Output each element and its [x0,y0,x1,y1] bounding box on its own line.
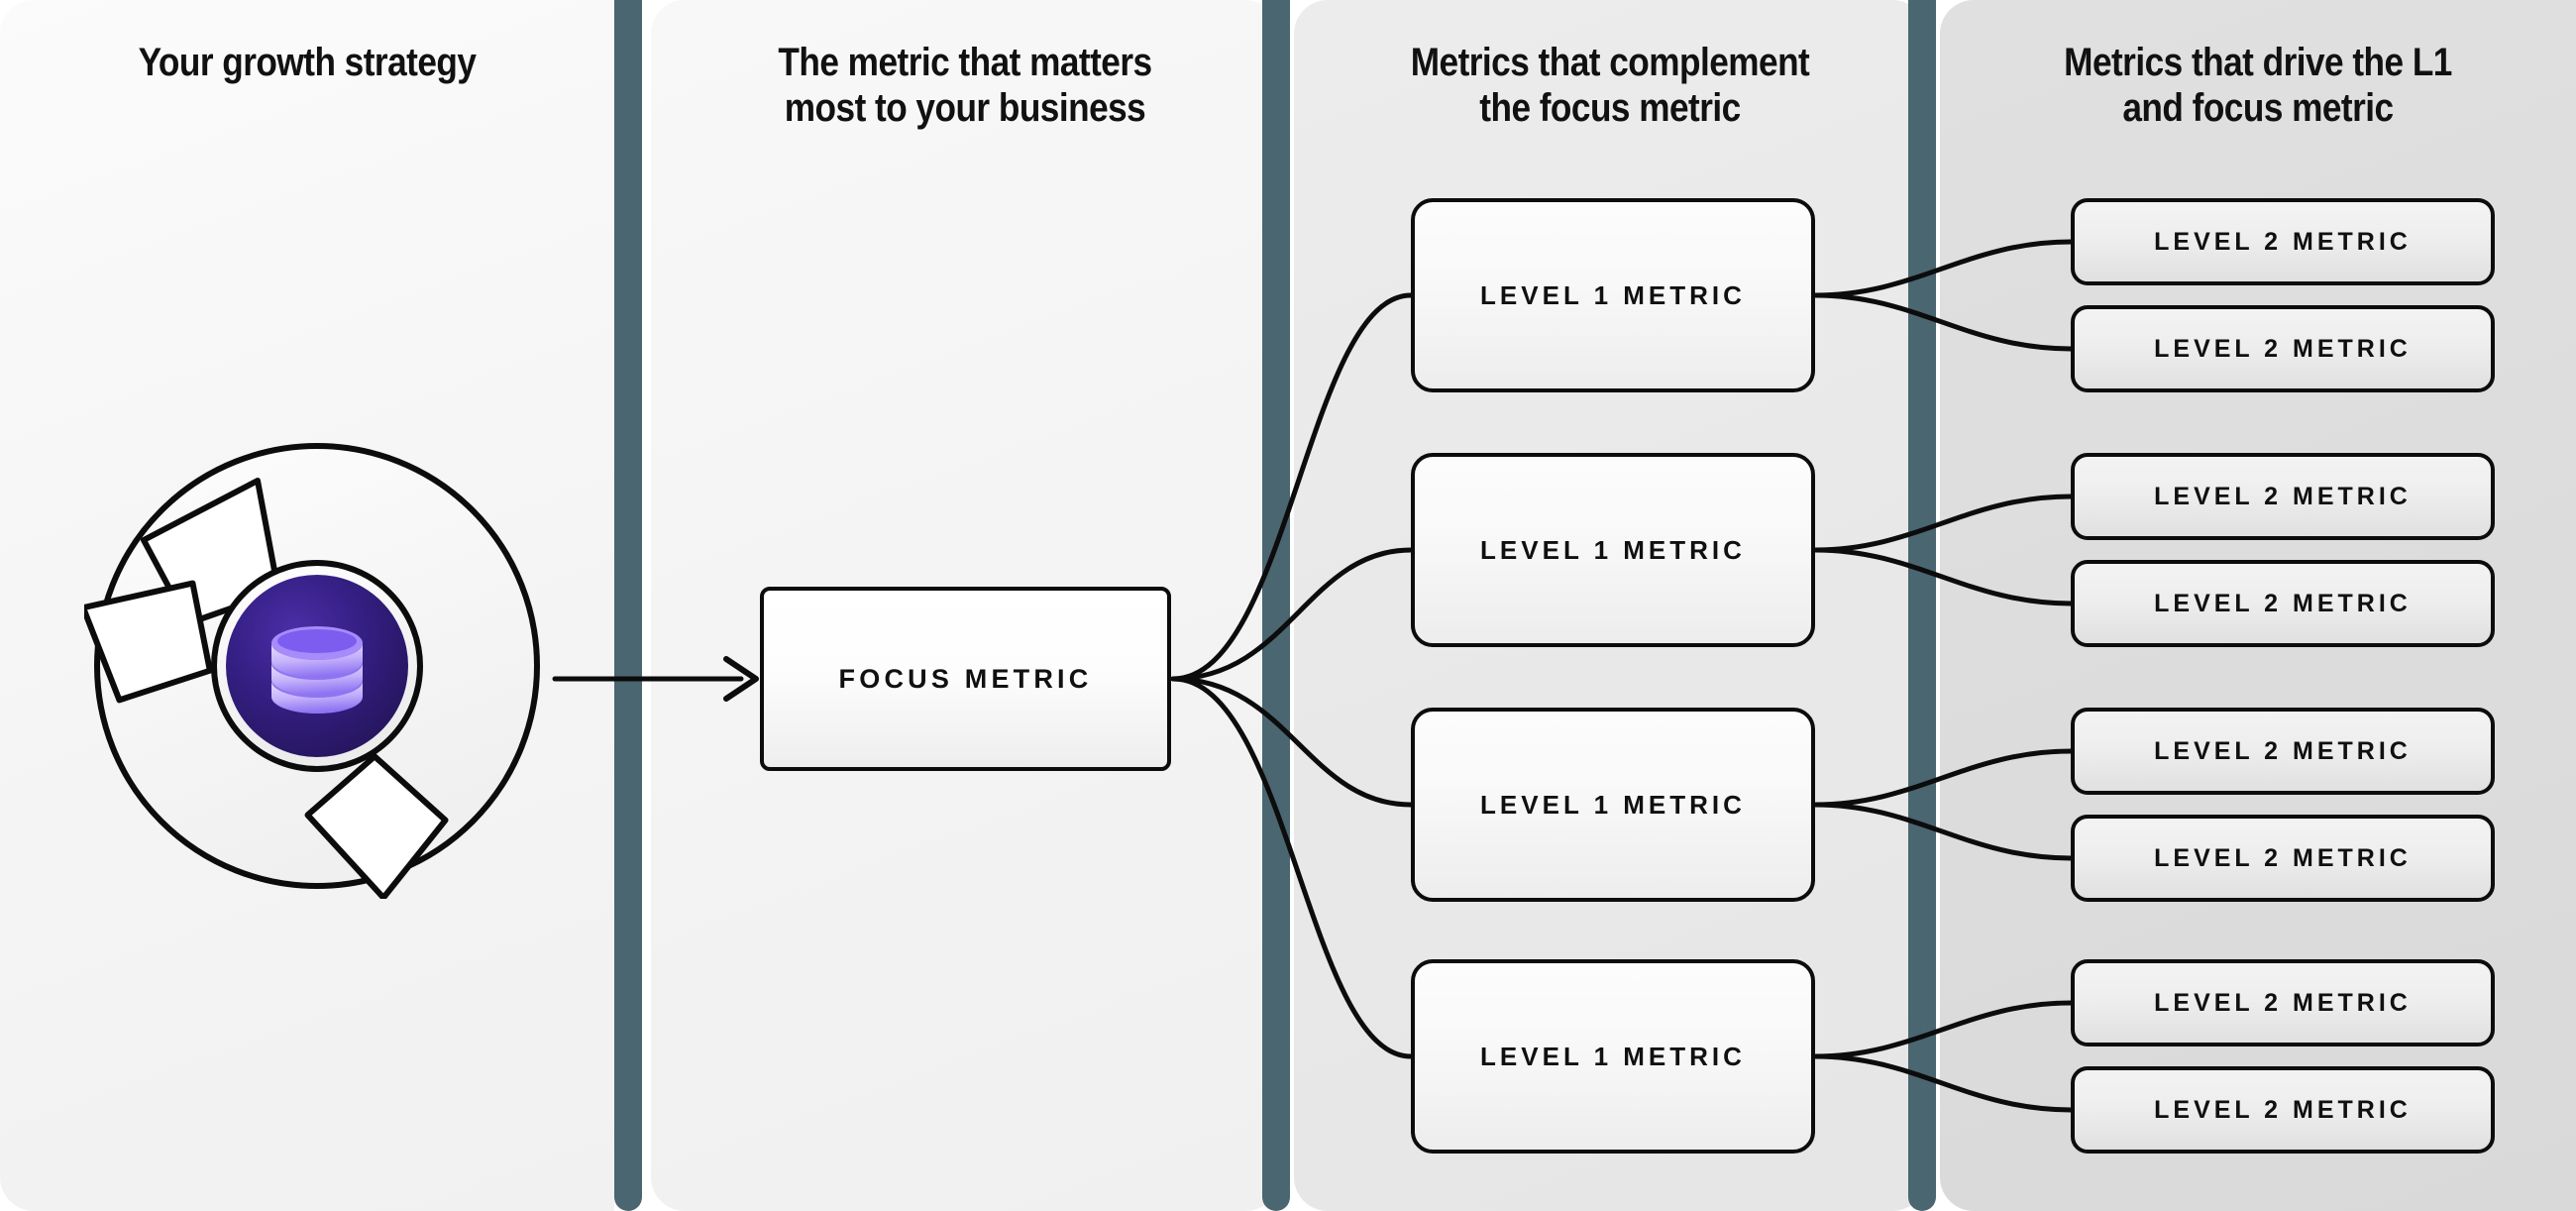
heading-line: most to your business [784,86,1146,131]
heading-line: Your growth strategy [138,41,477,84]
node-level-1-metric-2[interactable]: LEVEL 1 METRIC [1411,453,1815,647]
heading-line: Metrics that drive the L1 [2064,41,2452,84]
column-heading-growth-strategy: Your growth strategy [37,40,578,85]
node-level-2-metric-2[interactable]: LEVEL 2 METRIC [2071,305,2495,392]
node-level-2-metric-8[interactable]: LEVEL 2 METRIC [2071,1066,2495,1154]
node-level-2-metric-3[interactable]: LEVEL 2 METRIC [2071,453,2495,540]
node-focus-metric[interactable]: FOCUS METRIC [760,587,1171,771]
node-level-1-metric-3[interactable]: LEVEL 1 METRIC [1411,708,1815,902]
heading-line: the focus metric [1479,86,1741,131]
column-divider-3 [1908,0,1936,1211]
column-heading-focus-metric: The metric that matters most to your bus… [689,40,1241,132]
heading-line: The metric that matters [778,41,1152,84]
database-icon [271,626,363,714]
node-level-1-metric-4[interactable]: LEVEL 1 METRIC [1411,959,1815,1154]
node-level-2-metric-7[interactable]: LEVEL 2 METRIC [2071,959,2495,1046]
node-level-2-metric-6[interactable]: LEVEL 2 METRIC [2071,815,2495,902]
column-divider-2 [1262,0,1290,1211]
heading-line: Metrics that complement [1410,41,1810,84]
column-heading-level-1-metrics: Metrics that complement the focus metric [1332,40,1887,132]
growth-strategy-emblem [84,433,550,899]
node-level-1-metric-1[interactable]: LEVEL 1 METRIC [1411,198,1815,392]
node-level-2-metric-4[interactable]: LEVEL 2 METRIC [2071,560,2495,647]
column-heading-level-2-metrics: Metrics that drive the L1 and focus metr… [1979,40,2538,132]
node-level-2-metric-1[interactable]: LEVEL 2 METRIC [2071,198,2495,285]
heading-line: and focus metric [2122,86,2394,131]
column-divider-1 [614,0,642,1211]
node-level-2-metric-5[interactable]: LEVEL 2 METRIC [2071,708,2495,795]
